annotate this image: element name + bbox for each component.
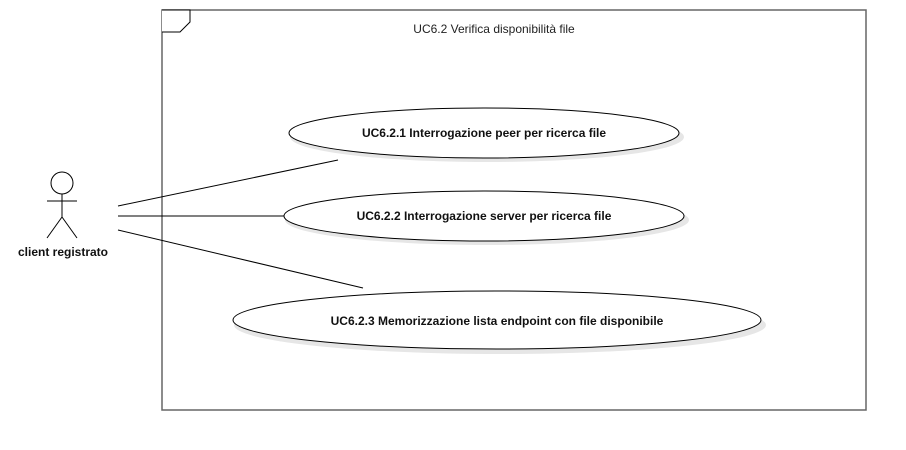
actor-right-leg [61,216,78,239]
association-uc6-2-3 [117,229,364,289]
actor-left-leg [46,216,63,239]
associations [117,159,364,289]
use-case-uc6-2-2[interactable]: UC6.2.2 Interrogazione server per ricerc… [283,190,689,245]
actor-client-registrato[interactable]: client registrato [18,171,108,259]
use-case-uc6-2-3[interactable]: UC6.2.3 Memorizzazione lista endpoint co… [232,290,766,354]
association-uc6-2-1 [117,159,339,207]
actor-label: client registrato [18,245,108,259]
use-case-uc6-2-1[interactable]: UC6.2.1 Interrogazione peer per ricerca … [288,107,684,162]
use-case-ellipse[interactable] [288,107,680,159]
use-case-label: UC6.2.1 Interrogazione peer per ricerca … [362,126,606,140]
use-case-ellipse[interactable] [232,290,762,350]
actor-stick-figure-icon [46,171,78,239]
use-case-ellipse[interactable] [283,190,685,242]
frame-tab-icon [162,9,191,33]
frame-title: UC6.2 Verifica disponibilità file [413,22,575,36]
use-case-label: UC6.2.3 Memorizzazione lista endpoint co… [331,314,664,328]
use-case-label: UC6.2.2 Interrogazione server per ricerc… [357,209,612,223]
actor-head [50,171,74,195]
